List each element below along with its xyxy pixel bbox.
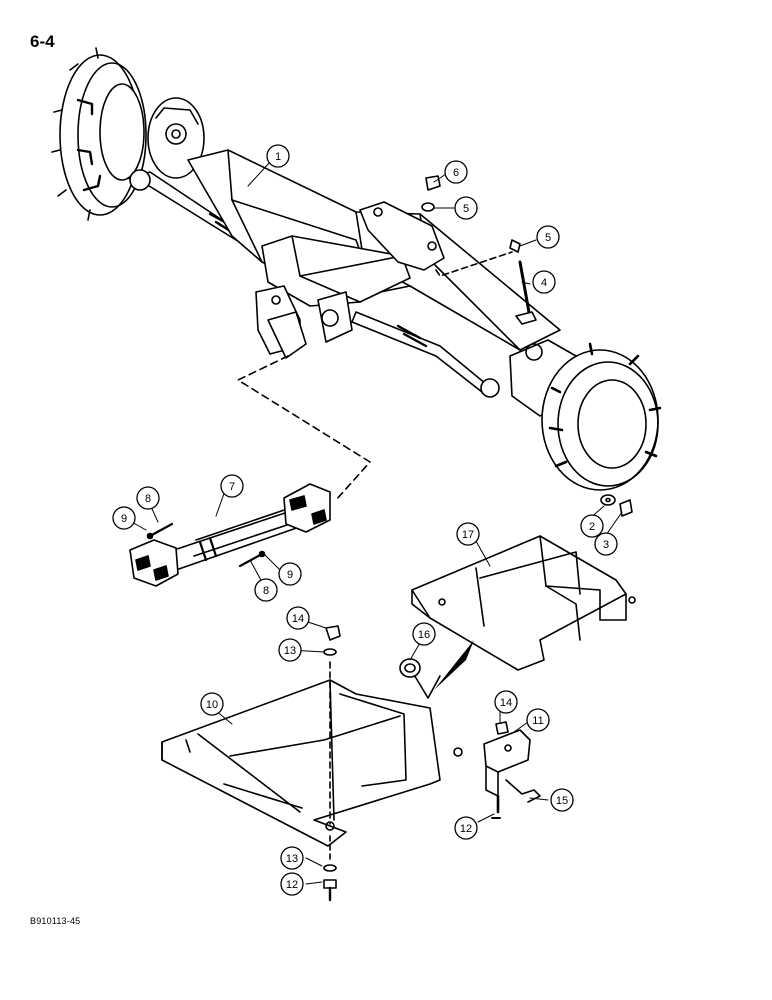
svg-text:7: 7 xyxy=(229,481,235,493)
callout-11: 11 xyxy=(526,708,550,732)
callout-8-upper: 8 xyxy=(136,486,160,510)
svg-text:11: 11 xyxy=(532,715,543,727)
bushing xyxy=(399,658,421,678)
callout-3: 3 xyxy=(594,532,618,556)
svg-text:14: 14 xyxy=(292,613,304,625)
lug-nut-and-washer xyxy=(600,494,633,517)
svg-text:5: 5 xyxy=(463,203,469,215)
svg-text:15: 15 xyxy=(556,795,568,807)
callout-bubbles: 1 6 5 5 4 2 3 7 8 9 9 8 17 14 13 16 10 1… xyxy=(112,144,618,896)
callout-2: 2 xyxy=(580,514,604,538)
svg-text:9: 9 xyxy=(121,513,127,525)
callout-14-lower: 14 xyxy=(494,690,518,714)
svg-text:13: 13 xyxy=(286,853,298,865)
callout-15: 15 xyxy=(550,788,574,812)
callout-7: 7 xyxy=(220,474,244,498)
svg-text:14: 14 xyxy=(500,697,512,709)
svg-text:2: 2 xyxy=(589,521,595,533)
svg-text:17: 17 xyxy=(462,529,474,541)
callout-13-upper: 13 xyxy=(278,638,302,662)
svg-text:3: 3 xyxy=(603,539,609,551)
axle-beam xyxy=(187,149,561,355)
bracket-leader-arrow xyxy=(409,667,441,699)
callout-17: 17 xyxy=(456,522,480,546)
svg-text:8: 8 xyxy=(145,493,151,505)
right-wheel-hub xyxy=(509,339,662,491)
callout-4: 4 xyxy=(532,270,556,294)
mounting-bracket-upper xyxy=(411,535,636,671)
callout-5-lower: 5 xyxy=(536,225,560,249)
driveshaft xyxy=(129,483,331,587)
left-wheel-hub xyxy=(51,47,205,221)
svg-text:12: 12 xyxy=(460,823,472,835)
svg-text:8: 8 xyxy=(263,585,269,597)
callout-8-lower: 8 xyxy=(254,578,278,602)
callout-6: 6 xyxy=(444,160,468,184)
page-number: 6-4 xyxy=(30,32,55,51)
svg-text:5: 5 xyxy=(545,232,551,244)
callout-1: 1 xyxy=(266,144,290,168)
callout-10: 10 xyxy=(200,692,224,716)
driveshaft-assembly-leader xyxy=(237,355,371,501)
svg-text:4: 4 xyxy=(541,277,547,289)
callout-13-lower: 13 xyxy=(280,846,304,870)
callout-12-lower: 12 xyxy=(280,872,304,896)
callout-9-lower: 9 xyxy=(278,562,302,586)
svg-text:16: 16 xyxy=(418,629,430,641)
svg-text:9: 9 xyxy=(287,569,293,581)
svg-text:6: 6 xyxy=(453,167,459,179)
callout-9-upper: 9 xyxy=(112,506,136,530)
bolt-and-nut-group xyxy=(421,175,537,325)
figure-reference-code: B910113-45 xyxy=(30,916,81,926)
callout-12-right: 12 xyxy=(454,816,478,840)
svg-text:13: 13 xyxy=(284,645,296,657)
svg-text:12: 12 xyxy=(286,879,298,891)
clamp-bracket xyxy=(483,721,541,819)
front-axle-assembly xyxy=(51,47,662,491)
svg-text:10: 10 xyxy=(206,699,218,711)
leader-arrowhead xyxy=(434,640,474,690)
callout-5-upper: 5 xyxy=(454,196,478,220)
lower-bolt-stack xyxy=(323,625,341,902)
callout-14-upper: 14 xyxy=(286,606,310,630)
svg-text:1: 1 xyxy=(275,151,281,163)
callout-16: 16 xyxy=(412,622,436,646)
